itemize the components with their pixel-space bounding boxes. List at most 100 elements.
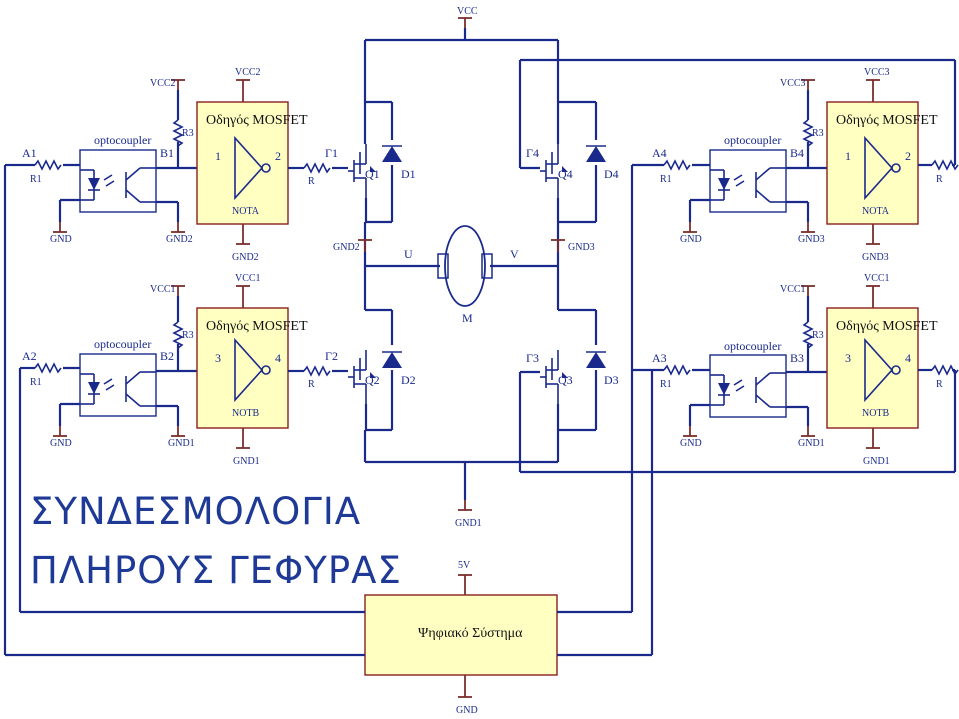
vcc2-pull-a1-label: VCC2 [150, 78, 176, 89]
r-gate-a2-label: R [308, 379, 315, 390]
pin-in-a1: 1 [215, 149, 221, 163]
b2-label: B2 [160, 349, 174, 363]
d4-diode [585, 145, 607, 163]
q2-label: Q2 [365, 373, 380, 387]
vcc1-drv-a3-label: VCC1 [864, 273, 890, 284]
vcc-flag [457, 17, 473, 29]
pin-out-a3: 4 [905, 351, 911, 365]
pin-in-a2: 3 [215, 351, 221, 365]
5v-label: 5V [458, 560, 471, 571]
opto-a2-label: optocoupler [94, 337, 151, 351]
opto-a3-label: optocoupler [724, 339, 781, 353]
r-gate-a1-resistor [303, 163, 331, 173]
opto-a4 [709, 149, 787, 213]
r-gate-a1-label: R [308, 176, 315, 187]
channel-a3: A3 R1 optocoupler GND B3 GND1 R3 VCC1 Οδ… [518, 273, 959, 474]
driver-a2-label: Οδηγός MOSFET [206, 319, 308, 334]
a4-label: A4 [652, 146, 667, 160]
v-label: V [510, 247, 519, 261]
pin-in-a4: 1 [845, 149, 851, 163]
pin-out-a2: 4 [275, 351, 281, 365]
r-gate-a2-resistor [303, 366, 331, 376]
gnd-a4-label: GND [680, 234, 702, 245]
a2-label: A2 [22, 349, 37, 363]
d1-diode [381, 145, 403, 163]
q1-label: Q1 [365, 167, 380, 181]
gnd1-drv-a3-label: GND1 [863, 456, 890, 467]
gnd-a3-label: GND [680, 438, 702, 449]
gnd1-drv-a2-label: GND1 [233, 456, 260, 467]
vcc1-drv-a2-label: VCC1 [235, 273, 261, 284]
r-gate-a4-label: R [936, 174, 943, 185]
r1-a3-label: R1 [660, 379, 672, 390]
gnd1-bottom-flag [457, 499, 473, 511]
r3-a2-label: R3 [182, 330, 194, 341]
notb-a3-label: NOTB [862, 408, 890, 419]
gnd-a1-flag [52, 221, 68, 233]
vcc2-drv-a1-label: VCC2 [235, 67, 261, 78]
d3-label: D3 [604, 373, 619, 387]
channel-a1: A1 R1 optocoupler GND B1 GND2 R3 VCC2 Οδ… [20, 67, 348, 263]
r1-a4-label: R1 [660, 174, 672, 185]
opto-a4-label: optocoupler [724, 133, 781, 147]
gnd-a2-flag [52, 425, 68, 437]
r-gate-a3-label: R [936, 379, 943, 390]
opto-a1-label: optocoupler [94, 133, 151, 147]
r3-a4-label: R3 [812, 128, 824, 139]
nota-a1-label: NOTA [232, 206, 260, 217]
driver-a3-label: Οδηγός MOSFET [836, 319, 938, 334]
q3-label: Q3 [558, 373, 573, 387]
gnd1-a2-label: GND1 [168, 438, 195, 449]
gnd-a3-flag [682, 425, 698, 437]
channel-a2: A2 R1 optocoupler GND B2 GND1 R3 VCC1 Οδ… [20, 273, 348, 467]
gate-g4-label: Γ4 [526, 146, 539, 160]
diagram-title-line-1: ΣΥΝΔΕΣΜΟΛΟΓΙΑ [30, 490, 362, 533]
a3-label: A3 [652, 351, 667, 365]
gate-g2-label: Γ2 [325, 349, 338, 363]
gnd3-mid-label: GND3 [568, 242, 595, 253]
gnd3-drv-a4-label: GND3 [862, 252, 889, 263]
gnd-a2-label: GND [50, 438, 72, 449]
diagram-title-line-2: ΠΛΗΡΟΥΣ ΓΕΦΥΡΑΣ [30, 549, 402, 592]
digital-system-label: Ψηφιακό Σύστημα [418, 626, 523, 641]
motor-label: M [462, 311, 473, 325]
d4-label: D4 [604, 167, 619, 181]
channel-a4: A4 R1 optocoupler GND B4 GND3 R3 VCC3 Οδ… [518, 58, 959, 263]
r1-a2-resistor [34, 363, 62, 373]
gnd1-bottom-label: GND1 [455, 518, 482, 529]
digital-system-box [364, 594, 558, 676]
gnd-a1-label: GND [50, 234, 72, 245]
gnd2-mid-label: GND2 [333, 242, 360, 253]
a1-label: A1 [22, 146, 37, 160]
gnd1-a2-flag [170, 425, 186, 437]
r3-a1-label: R3 [182, 128, 194, 139]
r3-a3-label: R3 [812, 330, 824, 341]
gnd2-a1-flag [170, 221, 186, 233]
gnd1-a3-flag [800, 425, 816, 437]
vcc1-pull-a2-label: VCC1 [150, 284, 176, 295]
nota-a4-label: NOTA [862, 206, 890, 217]
vcc1-pull-a3-label: VCC1 [780, 284, 806, 295]
b1-label: B1 [160, 146, 174, 160]
d1-label: D1 [401, 167, 416, 181]
gnd2-a1-label: GND2 [166, 234, 193, 245]
r1-a1-label: R1 [30, 174, 42, 185]
r1-a4-resistor [663, 160, 691, 170]
gnd3-a4-flag [800, 221, 816, 233]
motor [444, 225, 486, 307]
vcc3-drv-a4-label: VCC3 [864, 67, 890, 78]
gate-g1-label: Γ1 [325, 146, 338, 160]
opto-a3 [709, 354, 787, 418]
u-label: U [404, 247, 413, 261]
driver-a1 [196, 101, 289, 225]
digital-system: Ψηφιακό Σύστημα 5V GND [3, 163, 654, 716]
r1-a2-label: R1 [30, 377, 42, 388]
r1-a3-resistor [663, 365, 691, 375]
pin-in-a3: 3 [845, 351, 851, 365]
d2-diode [381, 351, 403, 369]
vcc3-pull-a4-label: VCC3 [780, 78, 806, 89]
pin-out-a1: 2 [275, 149, 281, 163]
h-bridge: VCC Q1 D1 Q2 D2 Q4 [333, 6, 619, 529]
gnd2-drv-a1-label: GND2 [232, 252, 259, 263]
